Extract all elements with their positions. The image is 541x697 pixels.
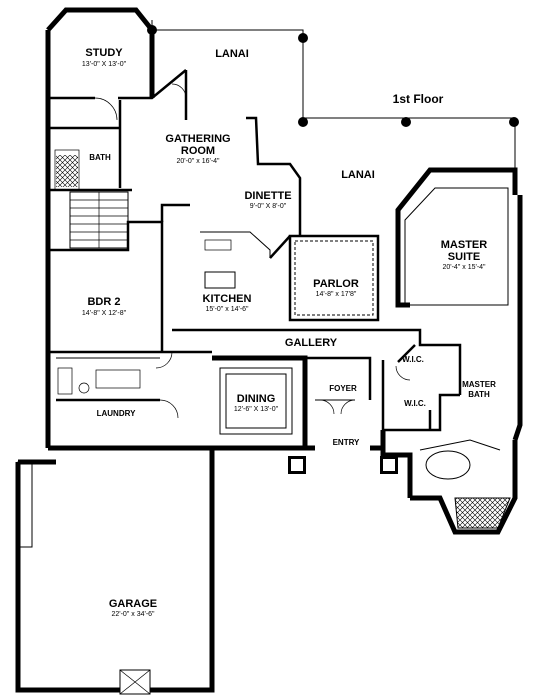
master-suite-dims: 20'-4" x 15'-4" [442, 264, 486, 271]
garage-label: GARAGE [109, 598, 157, 610]
study-label: STUDY [85, 47, 123, 59]
hatched-areas [56, 155, 511, 529]
exterior-walls [15, 7, 523, 693]
bdr2-label: BDR 2 [87, 296, 120, 308]
garage-details [17, 460, 213, 695]
dinette-label: DINETTE [244, 190, 291, 202]
kitchen-dims: 15'-0" x 14'-6" [205, 306, 249, 313]
foyer-label: FOYER [329, 384, 357, 393]
master-bath-label-2: BATH [468, 390, 490, 399]
wic2-label: W.I.C. [404, 399, 426, 408]
wic1-label: W.I.C. [402, 355, 424, 364]
gallery-label: GALLERY [285, 337, 338, 349]
stairs [69, 191, 129, 249]
floor-title: 1st Floor [393, 92, 444, 106]
dinette-dims: 9'-0" X 8'-0" [250, 203, 287, 210]
dining-dims: 12'-6" X 13'-0" [234, 406, 279, 413]
gathering-dims: 20'-0" x 16'-4" [176, 158, 220, 165]
study-dims: 13'-0" X 13'-0" [82, 61, 127, 68]
parlor-dims: 14'-8" x 17'8" [316, 291, 357, 298]
lanai-top-label: LANAI [215, 48, 249, 60]
door-swings [94, 79, 411, 419]
master-suite-label-2: SUITE [448, 251, 480, 263]
entry-label: ENTRY [333, 438, 360, 447]
lanai-mid-label: LANAI [341, 169, 375, 181]
bdr2-dims: 14'-8" X 12'-8" [82, 310, 127, 317]
lanai-outline [147, 20, 519, 170]
master-suite-label-1: MASTER [441, 239, 488, 251]
room-labels: 1st Floor STUDY 13'-0" X 13'-0" LANAI LA… [82, 47, 496, 618]
parlor-label: PARLOR [313, 278, 359, 290]
gathering-label-2: ROOM [181, 145, 215, 157]
laundry-label: LAUNDRY [97, 409, 136, 418]
interior-walls [48, 69, 501, 480]
master-bath-label-1: MASTER [462, 380, 496, 389]
kitchen-label: KITCHEN [203, 293, 252, 305]
ceiling-outlines [219, 187, 509, 435]
dining-label: DINING [237, 393, 276, 405]
bath-label: BATH [89, 153, 111, 162]
gathering-label-1: GATHERING [165, 133, 230, 145]
garage-dims: 22'-0" x 34'-6" [111, 611, 155, 618]
